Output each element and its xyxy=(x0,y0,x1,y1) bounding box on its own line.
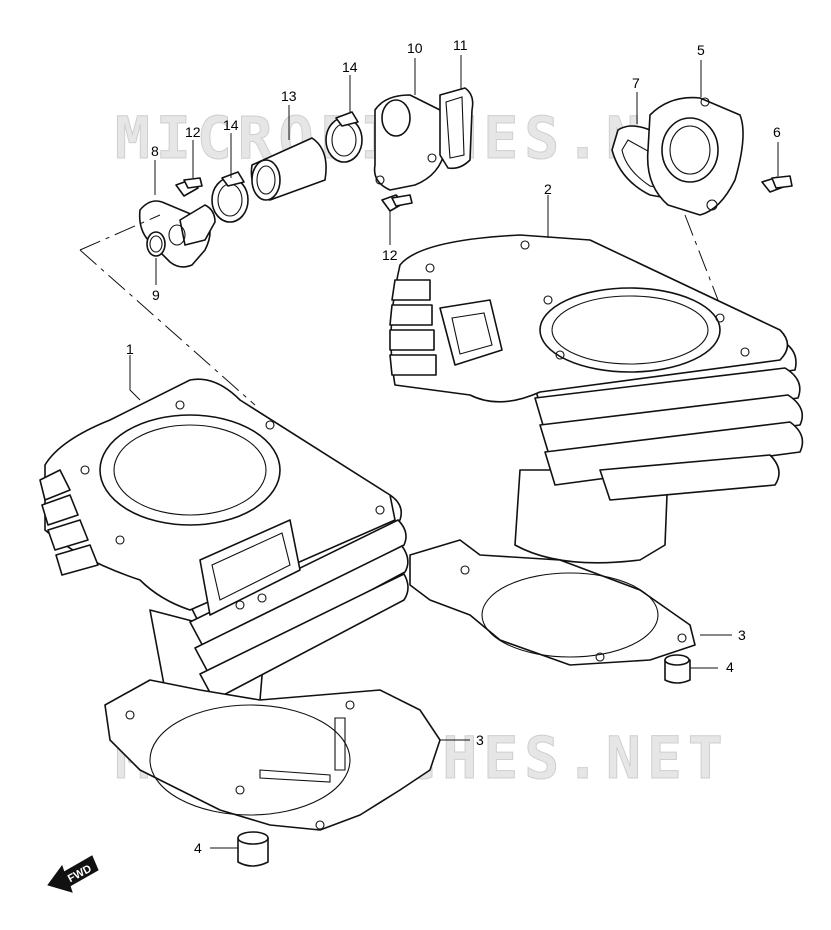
callout-7: 7 xyxy=(632,75,640,91)
rear-hose-clamp xyxy=(325,111,363,163)
front-cylinder xyxy=(39,378,409,705)
rear-base-gasket xyxy=(409,539,696,666)
callout-3-front: 3 xyxy=(476,732,484,748)
callout-14-rear: 14 xyxy=(342,59,358,75)
callout-9: 9 xyxy=(152,287,160,303)
callout-4-front: 4 xyxy=(194,840,202,856)
callout-13: 13 xyxy=(281,88,297,104)
callout-11: 11 xyxy=(453,37,468,53)
callout-12-outlet: 12 xyxy=(382,247,398,263)
callout-1: 1 xyxy=(126,341,134,357)
leader-lines xyxy=(79,55,779,849)
callout-2: 2 xyxy=(544,181,552,197)
fwd-arrow-icon: FWD xyxy=(47,855,99,893)
callout-3-rear: 3 xyxy=(738,627,746,643)
front-hose-clamp xyxy=(211,171,249,223)
callout-14-front: 14 xyxy=(223,117,239,133)
callout-10: 10 xyxy=(407,40,423,56)
front-flange-bolt xyxy=(175,177,203,197)
callout-6: 6 xyxy=(773,124,781,140)
callout-12-flange: 12 xyxy=(185,124,201,140)
rear-cylinder xyxy=(389,234,804,564)
front-base-gasket xyxy=(104,679,441,831)
front-dowel-pin xyxy=(237,831,269,867)
water-hose xyxy=(250,137,327,201)
outlet-bolt xyxy=(381,194,413,212)
front-o-ring xyxy=(146,231,166,257)
rear-dowel-pin xyxy=(664,654,691,684)
callout-5: 5 xyxy=(697,42,705,58)
fwd-label: FWD xyxy=(66,863,94,885)
front-outlet-flange xyxy=(138,200,216,268)
water-outlet-elbow xyxy=(373,94,446,191)
outlet-gasket xyxy=(439,87,474,170)
rear-outlet-bolt xyxy=(761,175,793,193)
rear-outlet-cover xyxy=(646,96,744,216)
callout-4-rear: 4 xyxy=(726,659,734,675)
callout-8: 8 xyxy=(151,143,159,159)
